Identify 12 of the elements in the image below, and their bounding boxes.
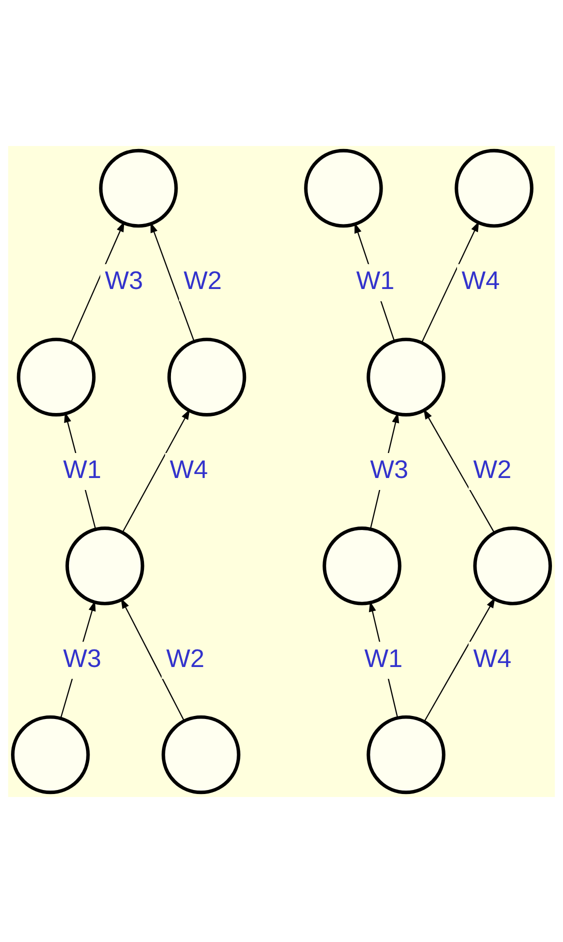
edge-label: W2 <box>473 455 512 484</box>
edge-label: W1 <box>63 455 102 484</box>
edge-label: W4 <box>462 266 500 295</box>
edge-label: W2 <box>184 266 222 295</box>
edge-label: W4 <box>170 455 208 484</box>
edge-label: W1 <box>356 266 394 295</box>
edge-label: W4 <box>473 644 512 672</box>
edge-label: W3 <box>63 644 102 672</box>
edge-label: W3 <box>104 266 144 295</box>
edge-label: W2 <box>166 644 204 672</box>
edge-label: W1 <box>364 644 403 672</box>
edge-label: W3 <box>370 455 408 484</box>
